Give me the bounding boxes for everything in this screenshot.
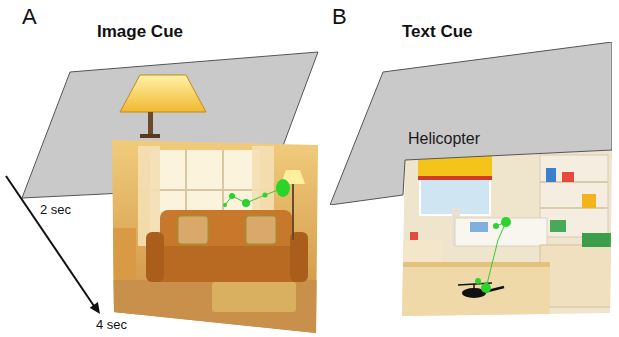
lamp-stand — [148, 112, 153, 136]
sofa-back — [160, 210, 292, 252]
wall — [100, 130, 330, 337]
time-label: 4 sec — [96, 318, 127, 333]
gaze-fixation — [276, 179, 290, 197]
table — [400, 262, 550, 318]
floor — [100, 280, 330, 337]
cushion — [246, 216, 276, 244]
panel-title: Text Cue — [402, 22, 473, 42]
sofa-arm — [146, 232, 164, 282]
lamp-shade — [120, 75, 206, 112]
screen-outline — [330, 42, 612, 205]
shelf — [540, 207, 608, 209]
scanpath — [478, 222, 506, 288]
gaze-fixation — [501, 217, 511, 227]
curtain — [138, 146, 160, 246]
cue-word: Helicopter — [408, 130, 480, 148]
table-edge — [400, 262, 550, 267]
toy — [410, 232, 418, 240]
lamp-base — [140, 134, 160, 138]
gaze-fixation — [481, 283, 491, 293]
gaze-fixation — [242, 199, 250, 207]
scene-photo — [395, 140, 619, 325]
toy — [470, 222, 488, 232]
helicopter — [473, 284, 475, 288]
cushion — [178, 216, 208, 244]
screen-shape — [330, 42, 612, 205]
toy — [546, 168, 556, 182]
cabinet — [540, 245, 612, 307]
shelves — [540, 155, 608, 237]
arrow-head — [90, 302, 100, 314]
cue-screen: Helicopter — [330, 42, 612, 205]
time-label: 2 sec — [40, 203, 71, 218]
time-arrow — [6, 176, 94, 306]
gaze-fixation — [263, 193, 268, 198]
sofa-seat — [150, 246, 302, 282]
gaze-fixation — [229, 193, 235, 199]
gaze-fixation — [475, 278, 481, 284]
blind — [418, 176, 492, 180]
ottoman — [212, 282, 296, 312]
mat — [582, 233, 612, 247]
lamp — [292, 184, 294, 240]
bed — [455, 218, 547, 246]
gaze-fixation — [493, 223, 499, 229]
scanpath — [225, 188, 283, 205]
scene-photo — [100, 130, 330, 337]
wall — [395, 140, 619, 325]
toy — [582, 194, 596, 208]
gaze-fixation — [223, 203, 227, 207]
window-frame — [150, 189, 260, 191]
panel-title: Image Cue — [97, 22, 183, 42]
toy — [562, 172, 574, 182]
panel-letter: B — [332, 4, 347, 29]
panel-letter: A — [22, 4, 37, 29]
toy — [550, 220, 566, 232]
